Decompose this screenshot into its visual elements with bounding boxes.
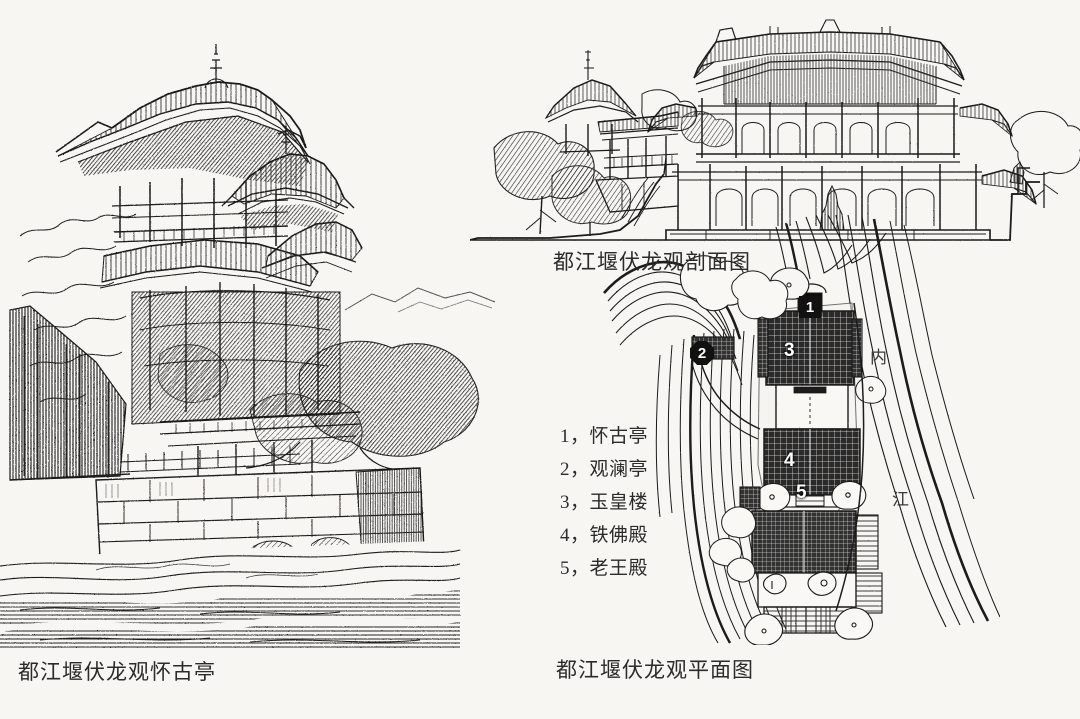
plan-marker-2: 2 [690, 341, 714, 365]
legend-item-2: 2，观澜亭 [560, 459, 649, 480]
section-drawing [470, 19, 1080, 241]
perspective-drawing [0, 44, 496, 650]
caption-plan: 都江堰伏龙观平面图 [556, 658, 754, 682]
legend-item-5: 5，老王殿 [560, 558, 649, 579]
river-label-jiang: 江 [889, 490, 908, 509]
legend-item-4: 4，铁佛殿 [560, 525, 649, 546]
plan-legend: 1，怀古亭 2，观澜亭 3，玉皇楼 4，铁佛殿 5，老王殿 [560, 420, 710, 585]
legend-item-3: 3，玉皇楼 [560, 492, 649, 513]
caption-perspective: 都江堰伏龙观怀古亭 [18, 660, 216, 684]
plan-drawing [603, 215, 1000, 645]
plan-marker-1: 1 [799, 296, 821, 318]
legend-item-1: 1，怀古亭 [560, 426, 649, 447]
caption-section: 都江堰伏龙观剖面图 [553, 250, 751, 274]
river-label-nei: 内 [867, 348, 886, 367]
